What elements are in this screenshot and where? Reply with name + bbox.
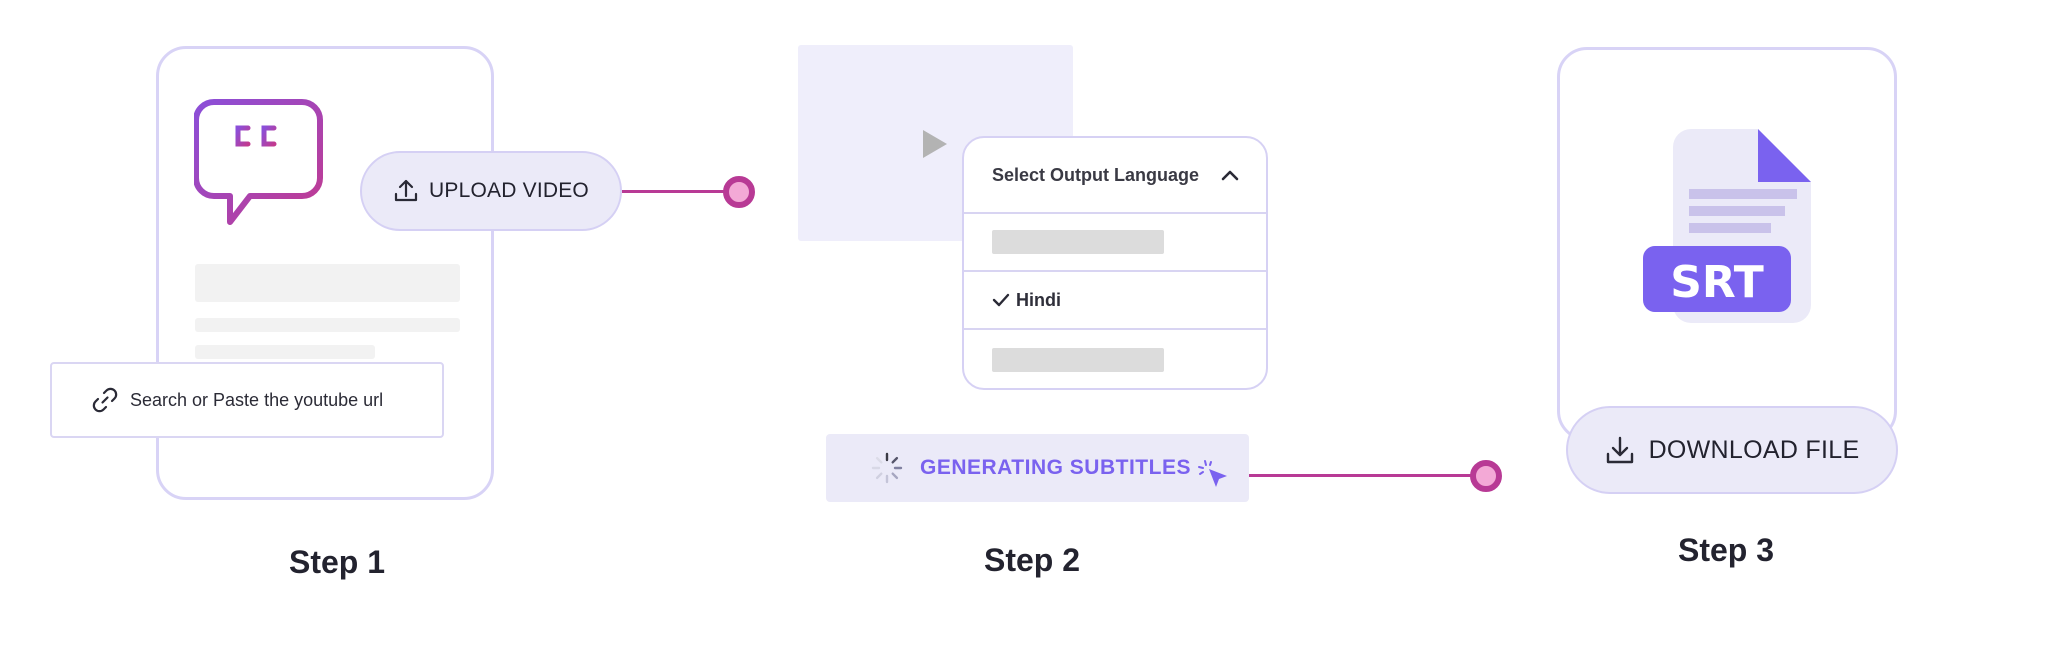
upload-video-button[interactable]: UPLOAD VIDEO xyxy=(360,151,622,231)
search-placeholder: Search or Paste the youtube url xyxy=(130,389,384,410)
selected-language: Hindi xyxy=(1016,289,1061,310)
option-placeholder xyxy=(992,348,1164,372)
step2-title: Step 2 xyxy=(984,542,1081,578)
upload-video-label: UPLOAD VIDEO xyxy=(429,179,589,202)
download-icon xyxy=(1606,436,1633,464)
step3-title: Step 3 xyxy=(1678,532,1775,568)
cursor-icon xyxy=(1197,460,1227,487)
srt-label: SRT xyxy=(1670,257,1764,308)
dropdown-title: Select Output Language xyxy=(992,164,1200,185)
spinner-icon xyxy=(871,452,903,484)
dropdown-option[interactable] xyxy=(964,214,1266,272)
link-icon xyxy=(92,387,118,413)
content-placeholder xyxy=(195,345,375,359)
connector-dot xyxy=(1470,460,1502,492)
srt-file-icon: SRT xyxy=(1643,129,1811,323)
dropdown-option-selected[interactable]: Hindi xyxy=(964,272,1266,330)
upload-icon xyxy=(394,179,418,202)
dropdown-option[interactable] xyxy=(964,330,1266,388)
chevron-up-icon[interactable] xyxy=(1220,168,1240,182)
connector-line xyxy=(1249,474,1487,477)
language-dropdown[interactable]: Select Output Language Hindi xyxy=(962,136,1268,390)
closed-captions-icon xyxy=(194,99,323,225)
youtube-url-input[interactable]: Search or Paste the youtube url xyxy=(50,362,444,438)
check-icon xyxy=(992,293,1010,307)
generating-status: GENERATING SUBTITLES xyxy=(826,434,1249,502)
dropdown-header[interactable]: Select Output Language xyxy=(964,138,1266,214)
download-file-button[interactable]: DOWNLOAD FILE xyxy=(1566,406,1898,494)
content-placeholder xyxy=(195,318,460,332)
connector-line xyxy=(622,190,730,193)
connector-dot xyxy=(723,176,755,208)
step1-title: Step 1 xyxy=(289,544,386,580)
generating-label: GENERATING SUBTITLES xyxy=(920,456,1191,479)
play-icon[interactable] xyxy=(921,128,949,160)
download-file-label: DOWNLOAD FILE xyxy=(1648,435,1860,464)
content-placeholder xyxy=(195,264,460,302)
option-placeholder xyxy=(992,230,1164,254)
